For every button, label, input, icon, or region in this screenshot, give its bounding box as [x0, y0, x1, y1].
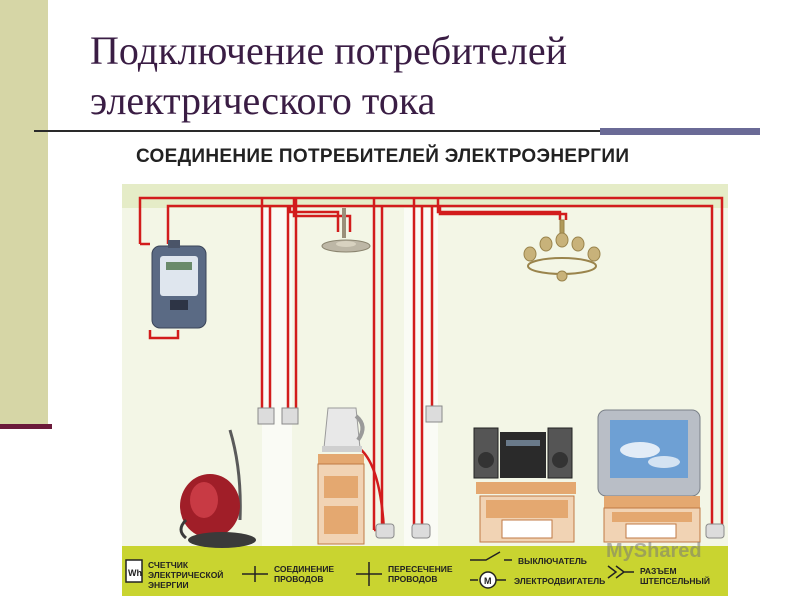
left-accent-bar: [0, 0, 52, 428]
diagram-title: СОЕДИНЕНИЕ ПОТРЕБИТЕЛЕЙ ЭЛЕКТРОЭНЕРГИИ: [122, 142, 728, 184]
ceiling-lamp-icon: [321, 208, 371, 253]
vacuum-cleaner-icon: [179, 429, 256, 548]
switch-symbol-icon: [470, 551, 512, 561]
legend-motor-label: ЭЛЕКТРОДВИГАТЕЛЬ: [514, 576, 606, 586]
main-wires: [138, 196, 724, 532]
wall-switches: [257, 405, 443, 425]
legend-bar: [122, 546, 728, 596]
legend-symbols: [125, 551, 634, 589]
watermark: MyShared: [606, 540, 702, 562]
title-rule-accent: [600, 125, 760, 135]
ceiling-strip: [122, 184, 728, 208]
stereo-stand: [476, 482, 576, 543]
kettle-stand: [317, 454, 365, 545]
electricity-meter: [151, 240, 207, 329]
slide-title: Подключение потребителей электрического …: [90, 26, 650, 126]
legend-meter-label: СЧЕТЧИК ЭЛЕКТРИЧЕСКОЙ ЭНЕРГИИ: [148, 560, 224, 590]
tv-icon: [597, 409, 701, 497]
left-divider-line: [48, 0, 52, 428]
slide-title-line2: электрического тока: [90, 78, 436, 123]
chandelier-icon: [523, 219, 601, 282]
legend-switch-label: ВЫКЛЮЧАТЕЛЬ: [518, 556, 587, 566]
title-rule: [34, 130, 600, 132]
meter-symbol-icon: [125, 559, 143, 583]
meter-symbol-label: Wh: [128, 568, 142, 578]
legend-junction-label: СОЕДИНЕНИЕ ПРОВОДОВ: [274, 564, 335, 584]
wall-outlets: [375, 523, 725, 539]
plug-symbol-icon: [607, 565, 634, 579]
legend-plug-label: РАЗЪЕМ ШТЕПСЕЛЬНЫЙ: [640, 566, 710, 586]
kettle-icon: [322, 407, 365, 452]
motor-symbol-label: M: [484, 576, 492, 586]
slide-title-line1: Подключение потребителей: [90, 28, 567, 73]
tv-stand: [603, 496, 701, 543]
left-accent-tab: [0, 424, 52, 429]
legend-crossing-label: ПЕРЕСЕЧЕНИЕ ПРОВОДОВ: [388, 564, 453, 584]
stereo-system-icon: [473, 427, 573, 479]
